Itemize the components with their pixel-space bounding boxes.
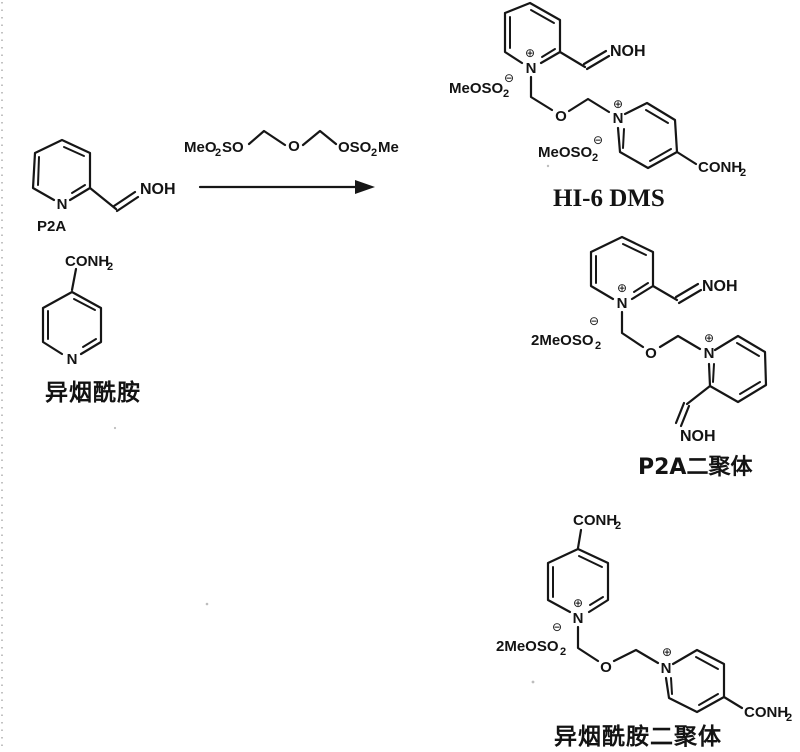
hi6-amide-prefix: CONH (698, 159, 742, 176)
hi6-ring-b-nitrogen: N (613, 110, 624, 127)
iso-dimer-amide-a-sub: 2 (615, 520, 621, 532)
iso-dimer-ring-b-nitrogen: N (661, 660, 672, 677)
hi6-ring-b-bonds (616, 101, 679, 170)
reagent-right-prefix: OSO (338, 139, 372, 156)
p2a-compound-label: P2A (37, 218, 66, 235)
hi6-methylene-ether-bonds (529, 75, 611, 114)
p2a-dimer-compound-label: P2A二聚体 (638, 455, 753, 480)
iso-dimer-counterion-minus-charge: ⊖ (552, 620, 562, 634)
isonicotinamide-dimer-structure: CONH 2 ⊕ N 2MeOSO 2 ⊖ O ⊕ N CONH 2 异烟酰胺二… (496, 512, 792, 750)
p2a-dimer-structure: ⊕ N NOH 2MeOSO 2 ⊖ O ⊕ N NOH P2A二聚体 (531, 235, 768, 480)
scan-specks (113, 164, 550, 684)
p2a-ring-double-bonds (37, 146, 86, 194)
isonicotinamide-amide-prefix: CONH (65, 253, 109, 270)
p2a-dimer-ring-a-plus-charge: ⊕ (617, 281, 627, 295)
p2a-dimer-oxime-a-bonds (651, 282, 703, 305)
reagent-left-suffix: SO (222, 139, 244, 156)
p2a-dimer-ring-b-nitrogen: N (704, 345, 715, 362)
p2a-ring-nitrogen: N (57, 196, 68, 213)
p2a-dimer-counterion-minus-charge: ⊖ (589, 314, 599, 328)
reagent-right-suffix: Me (378, 139, 399, 156)
p2a-oxime-bonds (88, 186, 140, 213)
hi6-ring-a-plus-charge: ⊕ (525, 46, 535, 60)
hi6-ring-b-double-bonds (622, 109, 672, 162)
reaction-arrowhead (355, 180, 375, 194)
iso-dimer-ring-a-plus-charge: ⊕ (573, 596, 583, 610)
iso-dimer-amide-a-prefix: CONH (573, 512, 617, 529)
iso-dimer-ring-b-bonds (664, 648, 726, 714)
p2a-dimer-ring-a-nitrogen: N (617, 295, 628, 312)
hi6-counterion2-prefix: MeOSO (538, 144, 593, 161)
reagent-left-prefix: MeO (184, 139, 217, 156)
hi6-amide-bond (675, 150, 698, 166)
p2a-dimer-methylene-ether-bonds (620, 310, 702, 351)
iso-dimer-amide-b-prefix: CONH (744, 704, 788, 721)
hi6-dms-structure: ⊕ N NOH MeOSO 2 ⊖ O ⊕ N CONH 2 MeOSO 2 ⊖… (449, 1, 746, 212)
iso-dimer-ring-a-double-bonds (552, 555, 604, 606)
p2a-dimer-counterion-prefix: 2MeOSO (531, 332, 594, 349)
reagent-formula: MeO 2 SO O OSO 2 Me (184, 129, 399, 159)
p2a-dimer-oxime-b-label: NOH (680, 428, 716, 445)
p2a-ring-bonds (31, 138, 92, 202)
isonicotinamide-ring-bonds (41, 290, 103, 356)
hi6-ring-a-bonds (503, 1, 562, 65)
iso-dimer-amide-b-bond (722, 695, 744, 710)
reagent-right-sub: 2 (371, 147, 377, 159)
isonicotinamide-structure: CONH 2 N 异烟酰胺 (41, 253, 141, 406)
iso-dimer-ring-a-nitrogen: N (573, 610, 584, 627)
hi6-counterion2-sub: 2 (592, 152, 598, 164)
iso-dimer-amide-a-bond (576, 528, 583, 550)
iso-dimer-counterion-prefix: 2MeOSO (496, 638, 559, 655)
hi6-oxime-label: NOH (610, 43, 646, 60)
hi6-oxime-bonds (558, 49, 611, 71)
reagent-left-sub: 2 (215, 147, 221, 159)
p2a-dimer-ether-oxygen: O (645, 345, 657, 362)
p2a-dimer-ring-b-double-bonds (712, 342, 761, 395)
iso-dimer-counterion-sub: 2 (560, 646, 566, 658)
hi6-amide-sub: 2 (740, 167, 746, 179)
p2a-dimer-ring-a-double-bonds (595, 243, 649, 293)
iso-dimer-ring-a-bonds (546, 547, 610, 614)
reaction-arrow (198, 180, 375, 194)
p2a-structure: N NOH P2A (31, 138, 176, 235)
hi6-ring-a-double-bonds (509, 9, 556, 58)
iso-dimer-ether-oxygen: O (600, 659, 612, 676)
hi6-counterion1-prefix: MeOSO (449, 80, 504, 97)
p2a-oxime-label: NOH (140, 181, 176, 198)
hi6-ring-a-nitrogen: N (526, 60, 537, 77)
iso-dimer-amide-b-sub: 2 (786, 712, 792, 724)
hi6-compound-label: HI-6 DMS (553, 185, 665, 212)
p2a-dimer-oxime-a-label: NOH (702, 278, 738, 295)
p2a-dimer-ring-b-plus-charge: ⊕ (704, 331, 714, 345)
hi6-ring-b-plus-charge: ⊕ (613, 97, 623, 111)
reagent-ether-oxygen: O (288, 138, 300, 155)
p2a-dimer-counterion-sub: 2 (595, 340, 601, 352)
iso-dimer-methylene-ether-bonds (576, 625, 660, 665)
hi6-counterion1-sub: 2 (503, 88, 509, 100)
isonicotinamide-ring-nitrogen: N (67, 351, 78, 368)
reagent-chain-bonds (247, 129, 338, 147)
p2a-dimer-ring-a-bonds (589, 235, 655, 301)
hi6-ether-oxygen: O (555, 108, 567, 125)
isonicotinamide-ring-double-bonds (47, 298, 97, 348)
iso-dimer-ring-b-plus-charge: ⊕ (662, 645, 672, 659)
hi6-counterion1-minus-charge: ⊖ (504, 71, 514, 85)
isonicotinamide-compound-label: 异烟酰胺 (45, 379, 141, 406)
iso-dimer-ring-b-double-bonds (670, 656, 719, 706)
iso-dimer-compound-label: 异烟酰胺二聚体 (554, 723, 722, 750)
isonicotinamide-amide-bond (70, 267, 78, 292)
hi6-counterion2-minus-charge: ⊖ (593, 133, 603, 147)
p2a-dimer-ring-b-bonds (707, 334, 768, 404)
p2a-dimer-oxime-b-bonds (674, 384, 712, 428)
isonicotinamide-amide-sub: 2 (107, 261, 113, 273)
